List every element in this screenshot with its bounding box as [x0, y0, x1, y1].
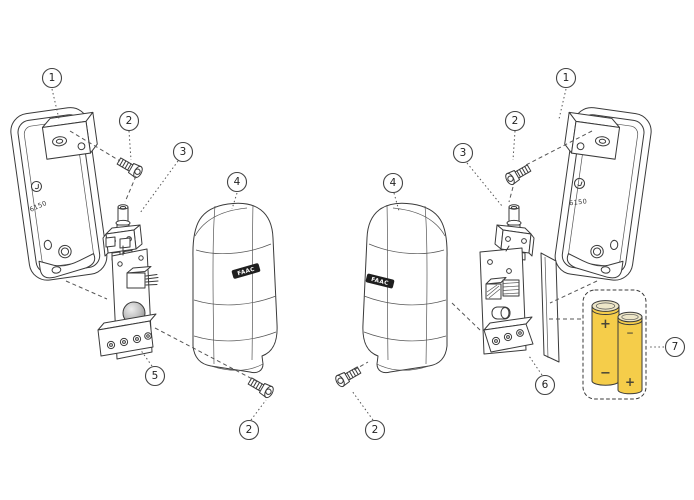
bracket-model-text: 6150: [569, 197, 588, 207]
leader-3-left: [139, 160, 179, 214]
callout-2-bottom-left: 2: [238, 419, 260, 441]
callout-2-top-left: 2: [118, 110, 140, 132]
battery-group: + − − +: [582, 289, 647, 400]
battery-a: + −: [591, 300, 620, 386]
callout-number: 4: [234, 176, 241, 188]
callout-number: 3: [180, 146, 187, 158]
leader-1-right: [558, 88, 567, 120]
callout-3-left: 3: [172, 141, 194, 163]
callout-3-right: 3: [452, 142, 474, 164]
brand-logo-text-left: FAAC: [237, 267, 256, 278]
callout-number: 4: [390, 177, 397, 189]
axis-left-screw-clamp: [124, 175, 137, 203]
battery-a-positive-sign: +: [600, 317, 611, 332]
brand-band-bg: [365, 273, 395, 289]
screw-top-left: [115, 155, 145, 180]
callout-4-left: 4: [226, 171, 248, 193]
axis-left-bracket-screw: [69, 130, 121, 162]
callout-number: 6: [542, 379, 549, 391]
bracket-logo-icon: [574, 177, 586, 189]
leader-4-right: [393, 192, 400, 212]
callout-number: 3: [460, 147, 467, 159]
cover-right: [362, 202, 448, 374]
callout-5: 5: [144, 365, 166, 387]
callout-1-right: 1: [555, 67, 577, 89]
callout-number: 2: [126, 115, 133, 127]
battery-b-negative-sign: −: [626, 329, 634, 339]
battery-b-positive-sign: +: [625, 375, 635, 389]
callout-number: 2: [512, 115, 519, 127]
callout-leader-lines: [51, 88, 664, 421]
brand-band-right: FAAC: [365, 273, 395, 289]
pcb-right: [479, 247, 560, 363]
leader-4-left: [231, 192, 238, 210]
leader-3-right: [466, 162, 503, 207]
cover-left: [192, 202, 278, 374]
leader-2-top-left: [128, 130, 132, 161]
brand-band-left: FAAC: [231, 263, 261, 279]
assembly-axis-lines: [65, 130, 598, 384]
callout-2-bottom-right: 2: [364, 419, 386, 441]
screw-top-right: [503, 162, 533, 187]
callout-2-top-right: 2: [504, 110, 526, 132]
axis-left-bracket-pcb: [65, 280, 108, 300]
leader-1-left: [51, 88, 60, 120]
leader-2-bottom-right: [351, 390, 374, 421]
axis-right-bracket-screw: [523, 130, 593, 167]
callout-number: 1: [563, 72, 570, 84]
pcb-left: [97, 236, 159, 360]
callout-number: 1: [49, 72, 56, 84]
bracket-logo-glyph: [34, 183, 39, 190]
brand-logo-text-right: FAAC: [370, 277, 389, 287]
axis-left-pcb-screw: [154, 327, 261, 384]
battery-a-cap: [591, 300, 620, 312]
battery-dashed-box: [582, 289, 647, 400]
callout-number: 7: [672, 341, 679, 353]
callout-6: 6: [534, 374, 556, 396]
screw-bottom-left: [246, 375, 276, 400]
axis-right-screw-clamp: [508, 186, 514, 203]
wall-bracket-right: [546, 103, 654, 283]
leader-2-bottom-left: [250, 399, 267, 421]
screw-bottom-right: [333, 364, 363, 389]
leader-6: [528, 355, 543, 376]
callout-4-right: 4: [382, 172, 404, 194]
callout-number: 2: [372, 424, 379, 436]
bracket-logo-icon: [30, 180, 42, 192]
battery-b: − +: [617, 311, 643, 395]
callout-7: 7: [664, 336, 686, 358]
callout-number: 5: [152, 370, 159, 382]
battery-b-body: [617, 316, 643, 395]
battery-a-negative-sign: −: [600, 366, 611, 381]
bracket-logo-glyph: [577, 181, 583, 187]
axis-right-clamp-pcb: [505, 245, 510, 252]
axis-right-screw-cover: [353, 361, 369, 371]
callout-1-left: 1: [41, 67, 63, 89]
leader-5: [139, 348, 153, 367]
bracket-marking-right: 6150: [569, 177, 588, 207]
wall-bracket-left: [8, 103, 116, 283]
leader-2-top-right: [512, 130, 516, 161]
axis-right-cover-pcb: [451, 302, 481, 331]
axis-right-bracket-plate: [549, 280, 598, 304]
brand-band-bg: [231, 263, 261, 279]
callout-number: 2: [246, 424, 253, 436]
